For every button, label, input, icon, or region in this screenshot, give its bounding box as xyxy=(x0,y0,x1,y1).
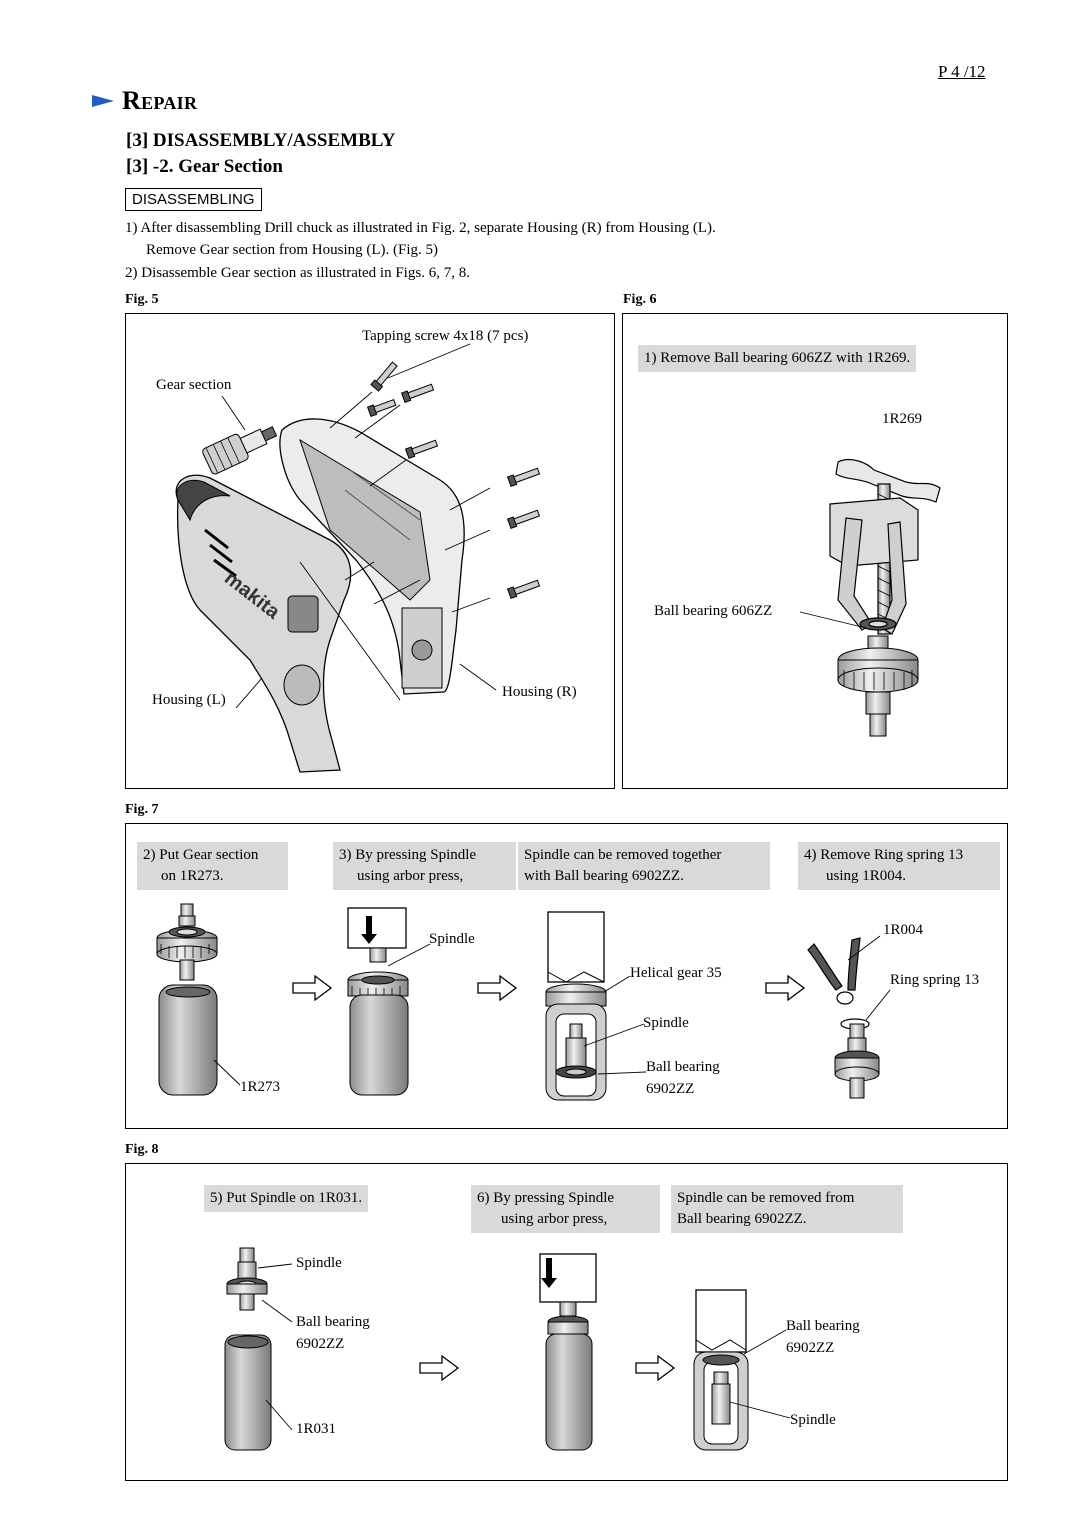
fig5-housing-r-label: Housing (R) xyxy=(502,684,577,700)
fig8-step5-callout: 5) Put Spindle on 1R031. xyxy=(204,1185,369,1212)
fig8-step6-line1: 6) By pressing Spindle xyxy=(477,1190,615,1206)
fig8-ball-bearing2-code: 6902ZZ xyxy=(786,1340,835,1356)
fig7-step3-line1: 3) By pressing Spindle xyxy=(339,847,477,863)
fig6-bearing-label: Ball bearing 606ZZ xyxy=(654,603,773,619)
fig5-tapping-screw-label: Tapping screw 4x18 (7 pcs) xyxy=(362,328,529,344)
instruction-line-2: Remove Gear section from Housing (L). (F… xyxy=(146,242,439,258)
section-subtitle: [3] -2. Gear Section xyxy=(126,156,283,177)
fig7-tool-1r004-label: 1R004 xyxy=(883,922,924,938)
fig7-spindle2-label: Spindle xyxy=(643,1015,689,1031)
fig8-ball-bearing-code: 6902ZZ xyxy=(296,1336,345,1352)
page-number: P 4 /12 xyxy=(938,62,986,81)
fig7-ball-bearing-label: Ball bearing xyxy=(646,1059,720,1075)
fig7-step4-callout: 4) Remove Ring spring 13 using 1R004. xyxy=(798,842,1000,890)
fig6-tool-label: 1R269 xyxy=(882,411,923,427)
fig7-step3-result-callout: Spindle can be removed together with Bal… xyxy=(518,842,770,890)
fig7-step2-line2: on 1R273. xyxy=(161,868,224,884)
fig8-step6-line2: using arbor press, xyxy=(501,1211,608,1227)
fig8-tool-1r031-label: 1R031 xyxy=(296,1421,337,1437)
repair-heading: Repair xyxy=(92,86,197,116)
fig7-step3-line2: using arbor press, xyxy=(357,868,464,884)
fig7-step2-line1: 2) Put Gear section xyxy=(143,847,259,863)
fig6-panel xyxy=(622,313,1008,789)
fig7-label: Fig. 7 xyxy=(125,802,159,817)
fig8-spindle-label: Spindle xyxy=(296,1255,342,1271)
fig8-label: Fig. 8 xyxy=(125,1142,159,1157)
fig8-spindle2-label: Spindle xyxy=(790,1412,836,1428)
fig5-housing-l-label: Housing (L) xyxy=(152,692,226,708)
repair-title: Repair xyxy=(122,86,198,115)
fig5-label: Fig. 5 xyxy=(125,292,159,307)
fig7-ball-bearing-code: 6902ZZ xyxy=(646,1081,695,1097)
fig7-step4-line1: 4) Remove Ring spring 13 xyxy=(804,847,964,863)
fig6-step1-callout: 1) Remove Ball bearing 606ZZ with 1R269. xyxy=(638,345,917,372)
fig7-ring-spring-label: Ring spring 13 xyxy=(890,972,980,988)
fig7-step2-callout: 2) Put Gear section on 1R273. xyxy=(137,842,288,890)
fig8-step6-callout: 6) By pressing Spindle using arbor press… xyxy=(471,1185,660,1233)
fig6-label: Fig. 6 xyxy=(623,292,657,307)
fig8-ball-bearing-label: Ball bearing xyxy=(296,1314,370,1330)
fig8-ball-bearing2-label: Ball bearing xyxy=(786,1318,860,1334)
disassembling-box-label: DISASSEMBLING xyxy=(125,188,262,211)
instruction-line-3: 2) Disassemble Gear section as illustrat… xyxy=(125,265,470,281)
fig5-gear-section-label: Gear section xyxy=(156,377,232,393)
fig8-step6-result-callout: Spindle can be removed from Ball bearing… xyxy=(671,1185,903,1233)
fig7-tool-1r273-label: 1R273 xyxy=(240,1079,281,1095)
instruction-line-1: 1) After disassembling Drill chuck as il… xyxy=(125,220,716,236)
fig7-helical-gear-label: Helical gear 35 xyxy=(630,965,722,981)
fig7-step4-line2: using 1R004. xyxy=(826,868,907,884)
section-title: [3] DISASSEMBLY/ASSEMBLY xyxy=(126,130,396,151)
fig7-step3-result-line1: Spindle can be removed together xyxy=(524,847,722,863)
fig8-step6-result-line1: Spindle can be removed from xyxy=(677,1190,855,1206)
fig7-step3-callout: 3) By pressing Spindle using arbor press… xyxy=(333,842,516,890)
fig7-step3-result-line2: with Ball bearing 6902ZZ. xyxy=(524,868,684,884)
fig8-step6-result-line2: Ball bearing 6902ZZ. xyxy=(677,1211,807,1227)
arrow-right-icon xyxy=(92,95,114,107)
fig7-spindle-label: Spindle xyxy=(429,931,475,947)
